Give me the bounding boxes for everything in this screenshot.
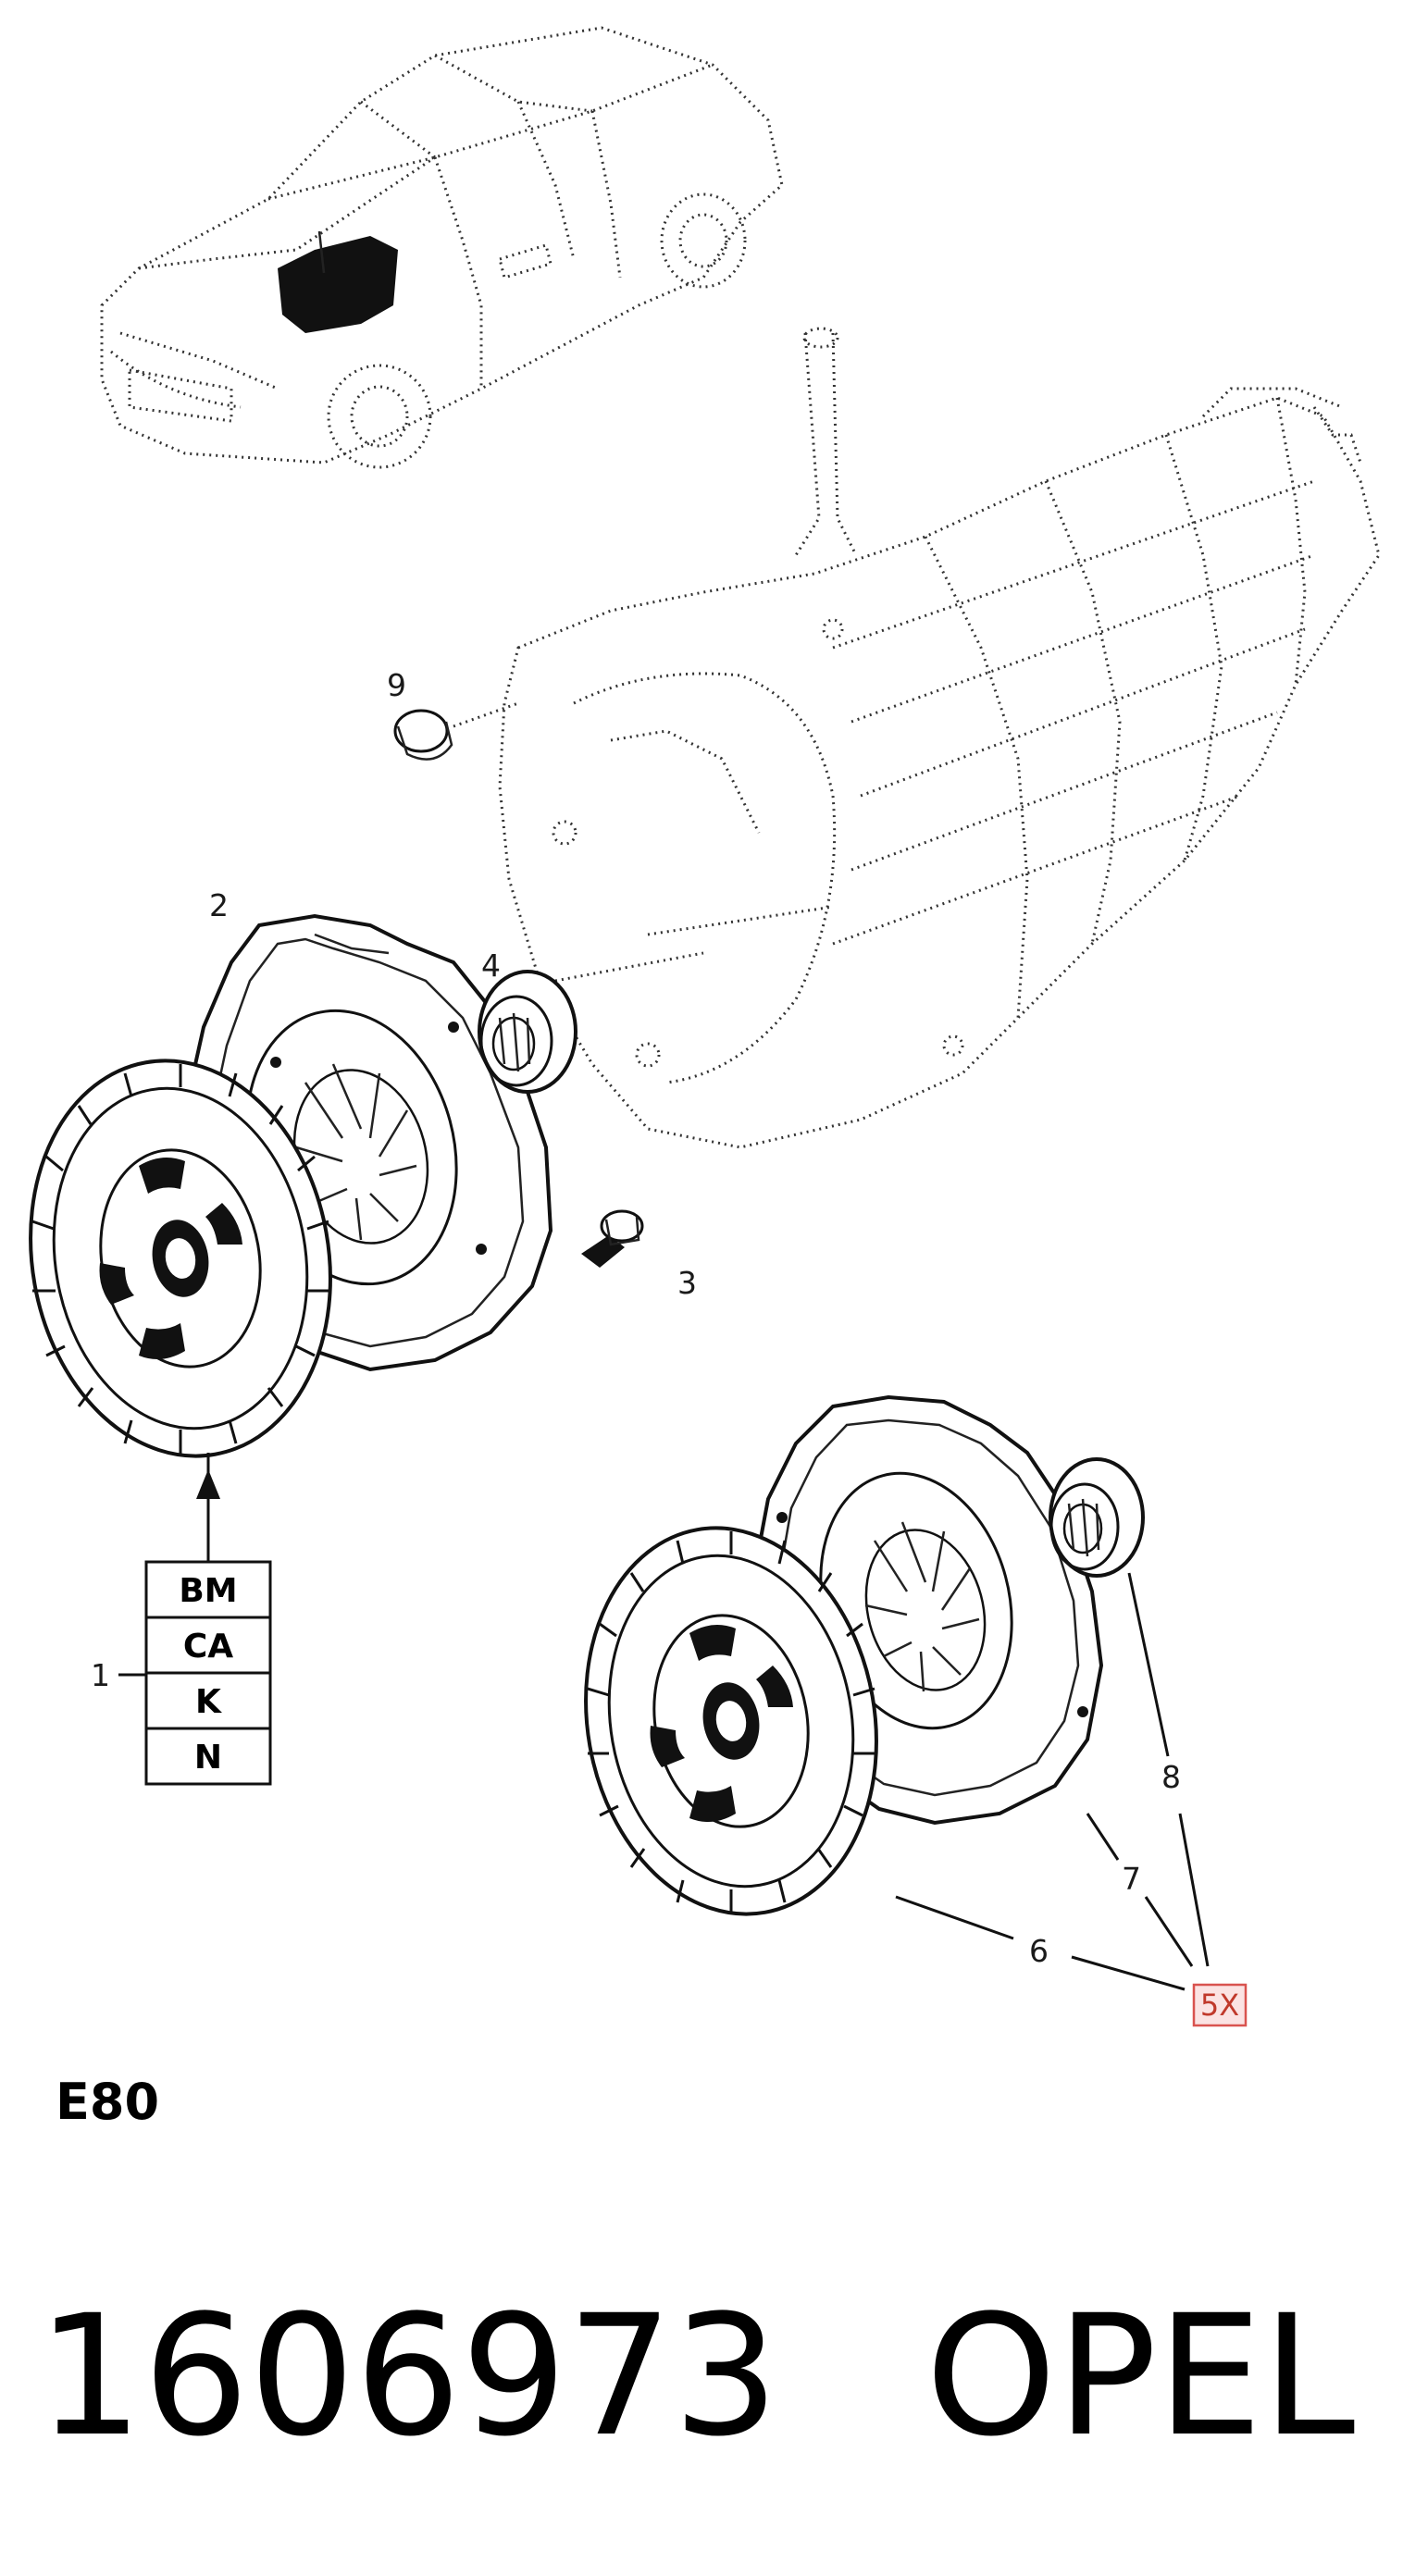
gearbox-illustration bbox=[498, 327, 1381, 1149]
variant-code-ca: CA bbox=[183, 1628, 233, 1666]
diagram-code: E80 bbox=[56, 2073, 159, 2131]
callout-7: 7 bbox=[1122, 1861, 1141, 1897]
release-bearing-lower bbox=[1049, 1457, 1145, 1578]
callout-6: 6 bbox=[1029, 1933, 1049, 1969]
car-illustration bbox=[100, 26, 784, 469]
clutch-disc-lower bbox=[584, 1526, 878, 1916]
callout-9: 9 bbox=[387, 667, 406, 703]
pilot-bearing-part bbox=[393, 701, 519, 761]
callout-2: 2 bbox=[209, 887, 229, 923]
part-number: 1606973 bbox=[37, 2280, 779, 2473]
variant-code-n: N bbox=[194, 1739, 222, 1777]
variant-code-table: BM CA K N bbox=[144, 1560, 272, 1786]
brand-name: OPEL bbox=[925, 2280, 1355, 2473]
leader-lines bbox=[118, 1453, 1210, 1991]
callout-numbers: 1 2 3 4 6 7 8 9 bbox=[91, 667, 1181, 1969]
callout-4: 4 bbox=[481, 947, 501, 984]
callout-8: 8 bbox=[1161, 1759, 1181, 1795]
callout-3: 3 bbox=[677, 1265, 697, 1301]
callout-1: 1 bbox=[91, 1657, 110, 1693]
release-bearing-upper bbox=[478, 970, 577, 1094]
kit-quantity-label: 5X bbox=[1200, 1988, 1239, 2023]
variant-code-bm: BM bbox=[179, 1572, 237, 1610]
kit-quantity-badge: 5X bbox=[1192, 1983, 1248, 2027]
bolt-part bbox=[581, 1209, 644, 1268]
clutch-disc-upper bbox=[29, 1059, 332, 1458]
variant-code-k: K bbox=[195, 1683, 222, 1721]
